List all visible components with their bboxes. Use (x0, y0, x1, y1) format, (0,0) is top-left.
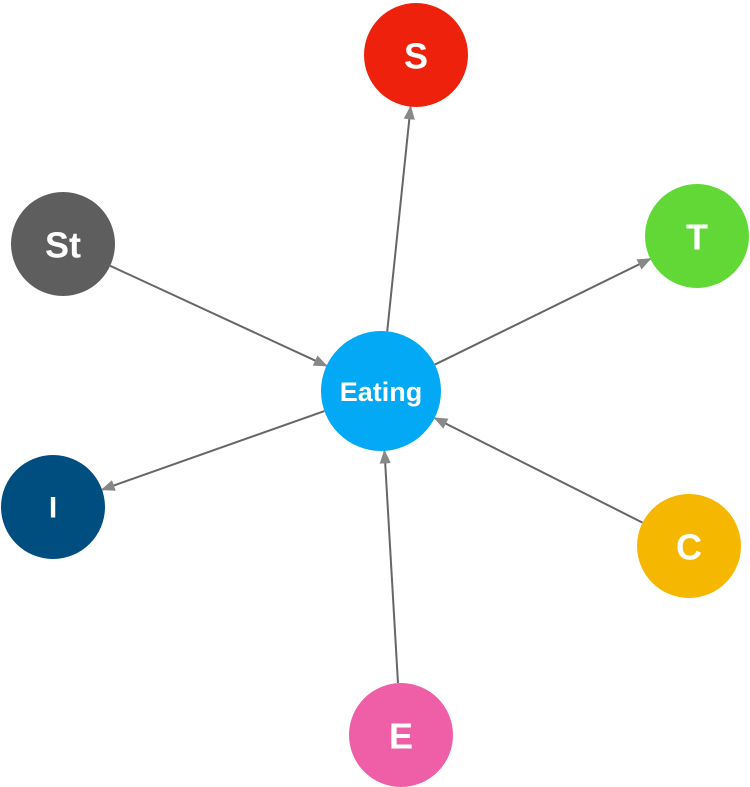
node-i-circle (1, 455, 105, 559)
node-e[interactable]: E (349, 683, 453, 787)
edges (100, 105, 652, 684)
node-t-circle (645, 184, 749, 288)
node-i-label: I (49, 492, 57, 525)
node-eating-label: Eating (340, 377, 423, 407)
node-t[interactable]: T (645, 184, 749, 288)
node-e-label: E (389, 716, 413, 757)
node-c[interactable]: C (637, 494, 741, 598)
node-st-circle (11, 192, 115, 296)
node-eating-circle (321, 331, 441, 451)
node-st[interactable]: St (11, 192, 115, 296)
edge-eating-st (109, 264, 328, 367)
edge-eating-s (386, 105, 415, 332)
node-i[interactable]: I (1, 455, 105, 559)
node-t-label: T (686, 217, 708, 258)
node-s-circle (364, 3, 468, 107)
edge-eating-i (100, 410, 325, 491)
node-c-label: C (676, 527, 702, 568)
edge-eating-c (433, 417, 643, 524)
node-c-circle (637, 494, 741, 598)
node-e-circle (349, 683, 453, 787)
node-s[interactable]: S (364, 3, 468, 107)
node-s-label: S (404, 36, 428, 77)
node-eating[interactable]: Eating (321, 331, 441, 451)
edge-eating-t (434, 258, 652, 366)
node-st-label: St (45, 225, 81, 266)
edge-eating-e (379, 449, 399, 684)
